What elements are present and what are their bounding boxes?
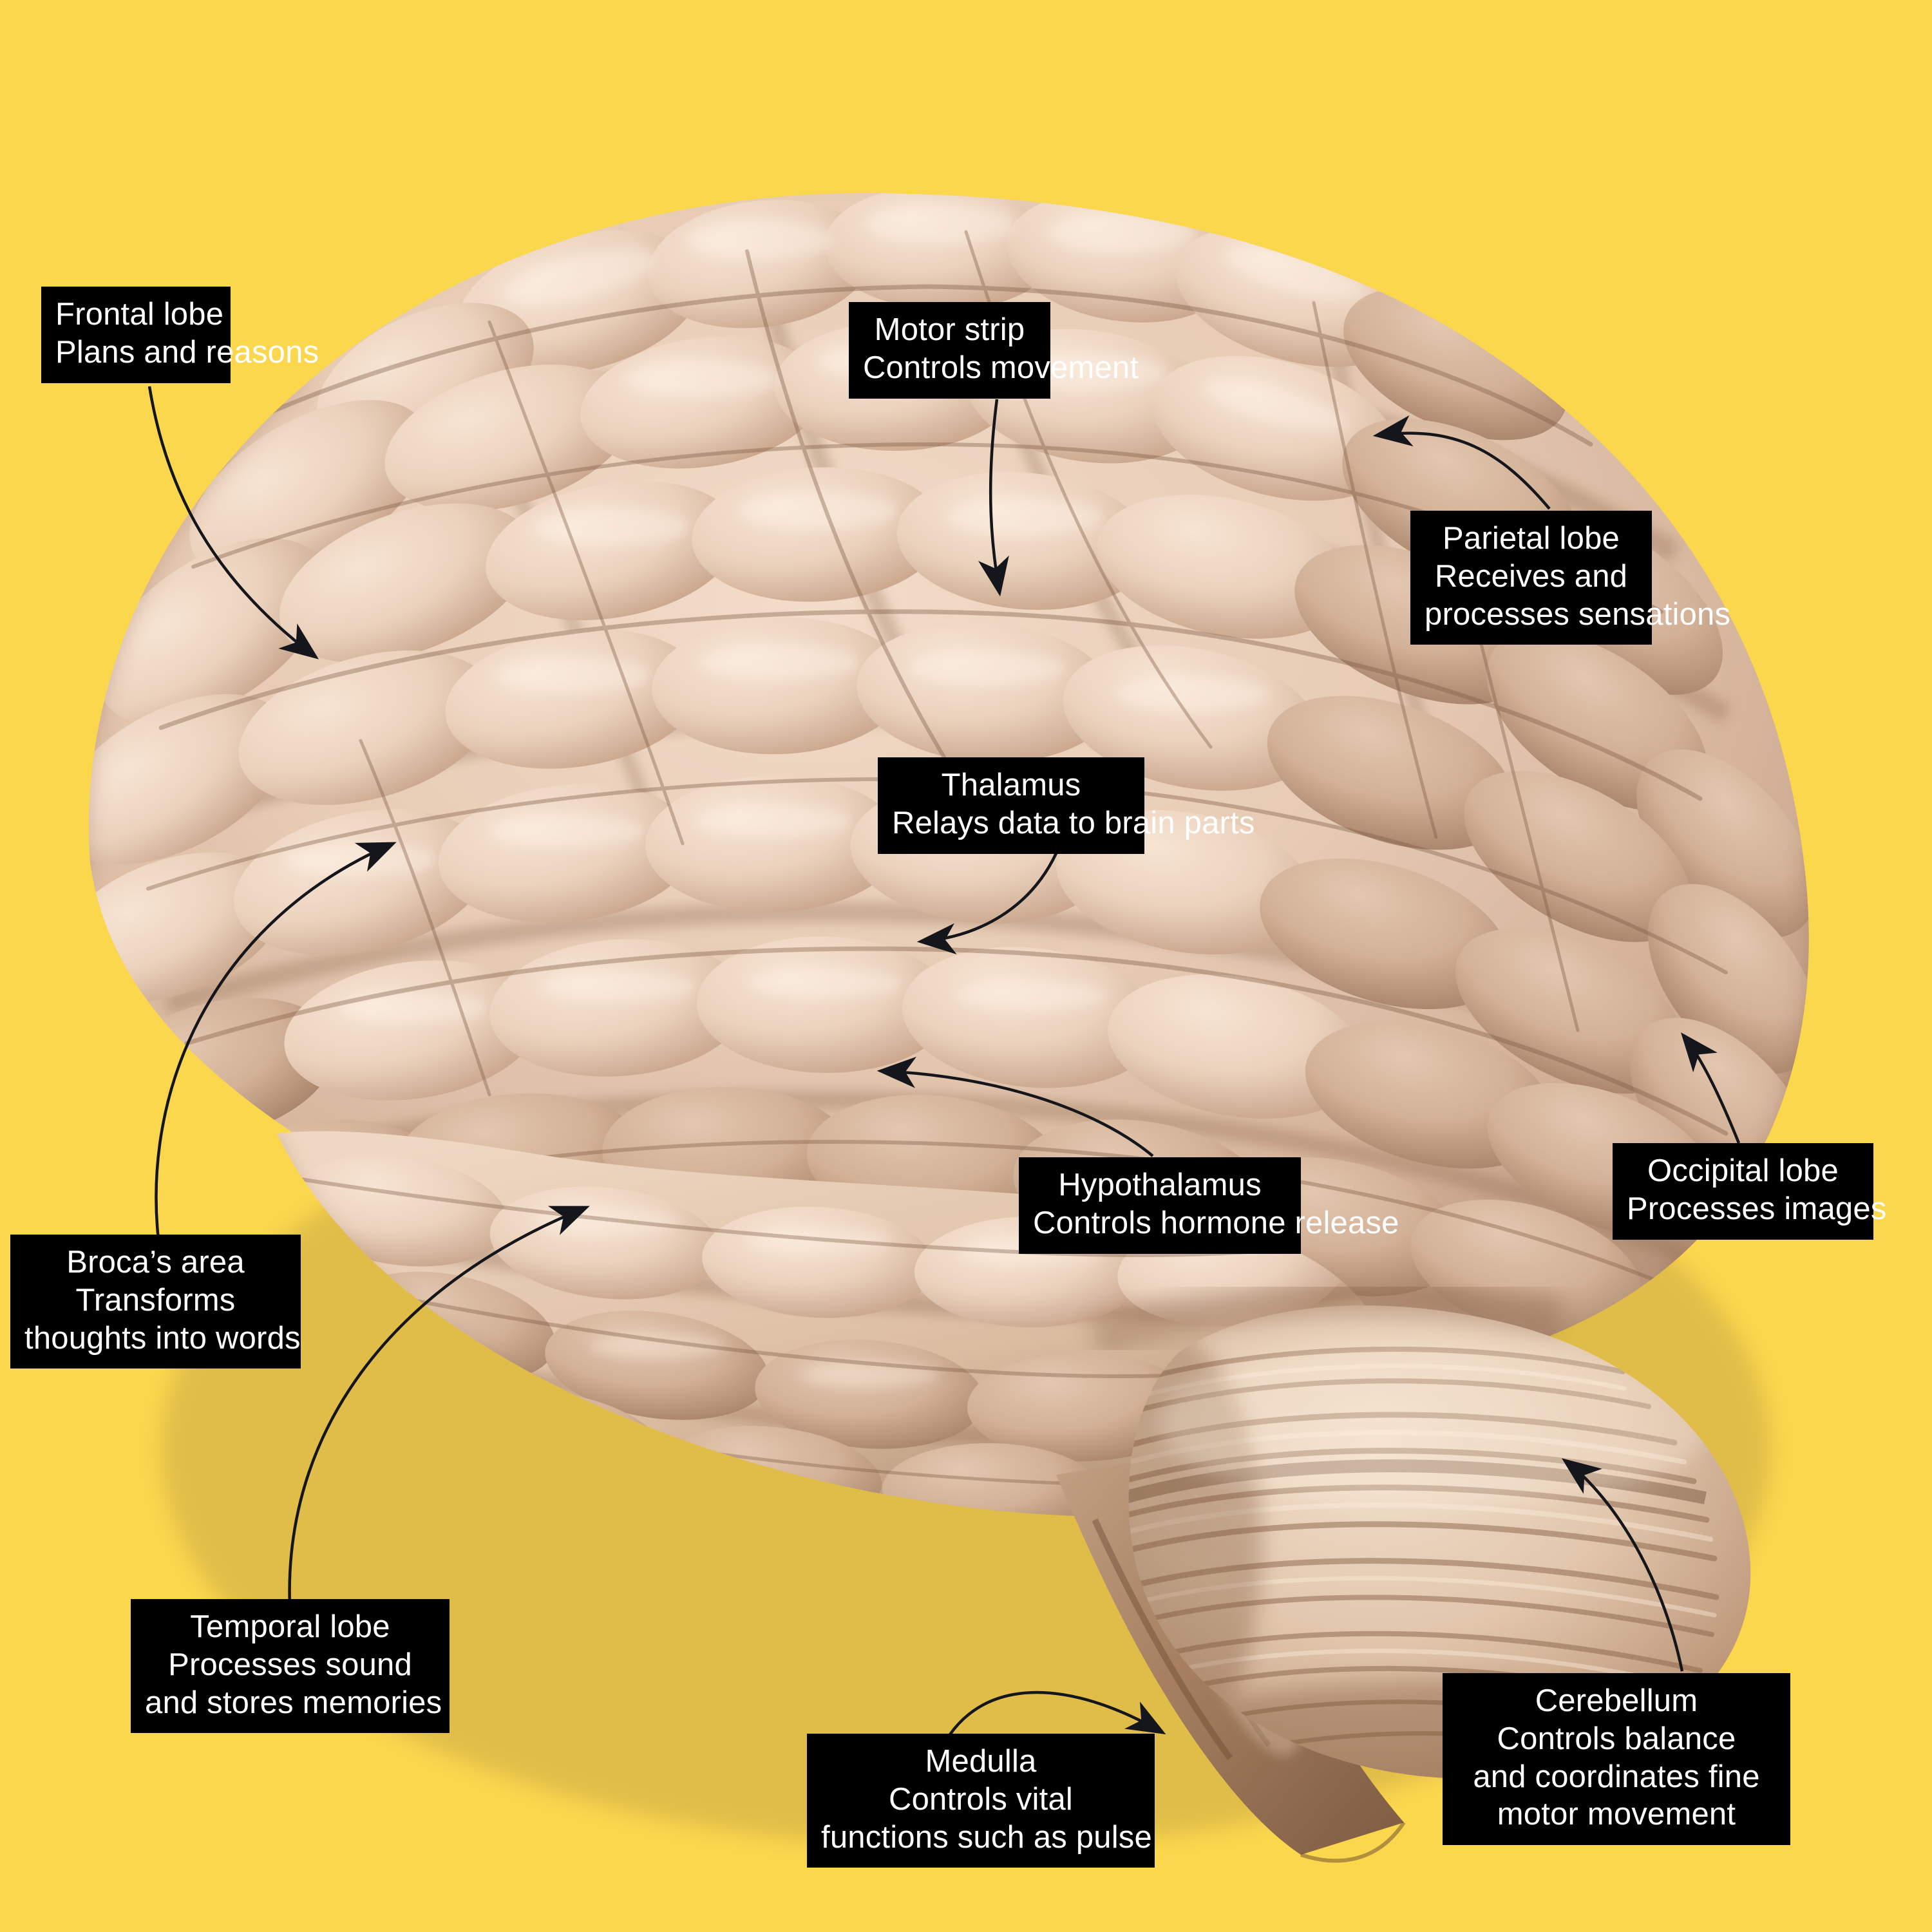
label-cerebellum[interactable]: Cerebellum Controls balance and coordina… xyxy=(1443,1673,1790,1846)
label-hypothalamus[interactable]: Hypothalamus Controls hormone release xyxy=(1019,1157,1399,1254)
label-motor-strip[interactable]: Motor strip Controls movement xyxy=(849,302,1139,399)
cerebellum-contact-shadow xyxy=(1088,1278,1562,1358)
label-brocas-area[interactable]: Broca’s area Transforms thoughts into wo… xyxy=(10,1235,301,1369)
label-temporal-lobe[interactable]: Temporal lobe Processes sound and stores… xyxy=(131,1599,450,1734)
label-thalamus[interactable]: Thalamus Relays data to brain parts xyxy=(878,757,1255,854)
label-occipital-lobe[interactable]: Occipital lobe Processes images xyxy=(1613,1143,1886,1240)
label-frontal-lobe[interactable]: Frontal lobe Plans and reasons xyxy=(41,287,319,383)
label-parietal-lobe[interactable]: Parietal lobe Receives and processes sen… xyxy=(1410,511,1730,645)
label-medulla[interactable]: Medulla Controls vital functions such as… xyxy=(807,1734,1155,1868)
